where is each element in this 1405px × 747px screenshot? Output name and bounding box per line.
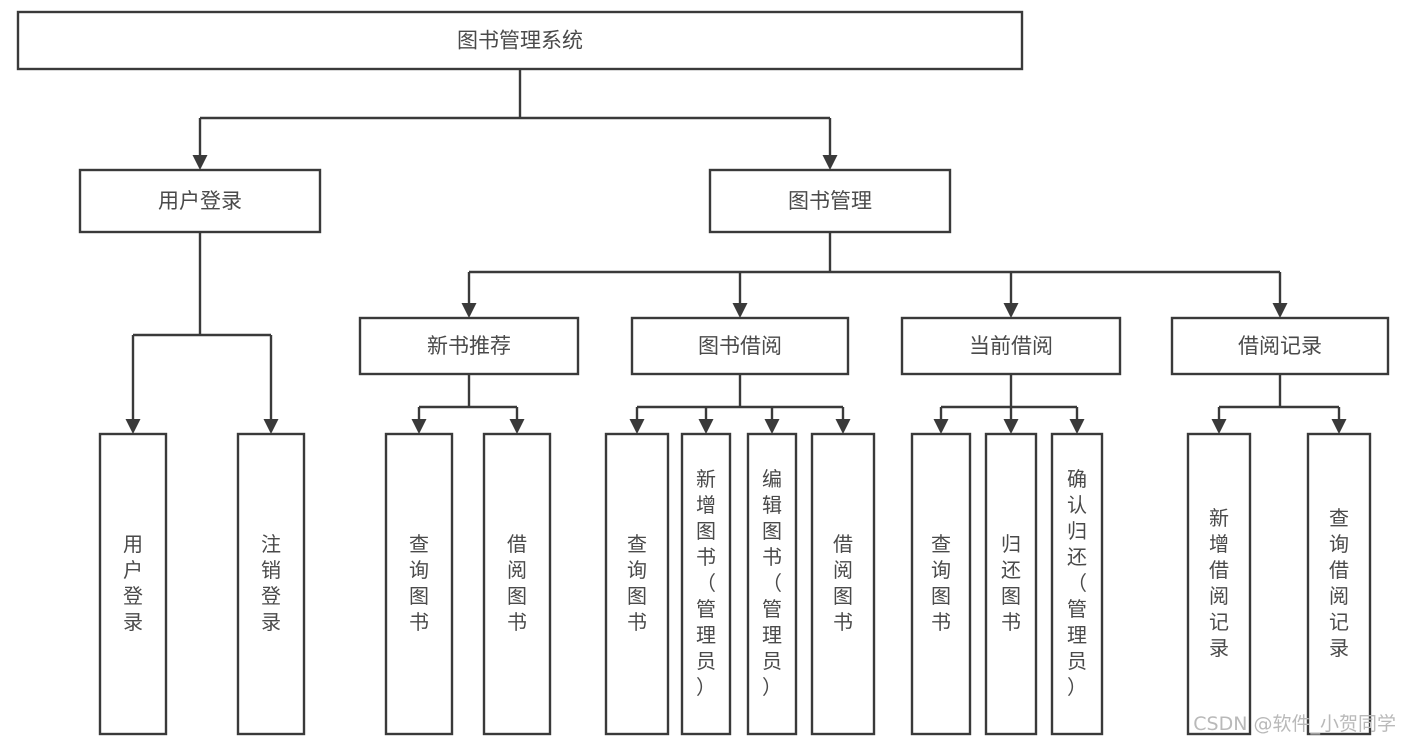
node-box[interactable]	[900, 316, 1122, 376]
node-leaf-1[interactable]: 注销登录	[236, 432, 306, 736]
node-box[interactable]	[1050, 432, 1104, 736]
node-label: 确认归还（管理员）	[1067, 467, 1087, 699]
node-label: 借阅记录	[1238, 334, 1322, 358]
node-leaf-12[interactable]: 查询借阅记录	[1306, 432, 1372, 736]
node-layer: 图书管理系统用户登录图书管理新书推荐图书借阅当前借阅借阅记录用户登录注销登录查询…	[16, 10, 1390, 736]
node-box[interactable]	[482, 432, 552, 736]
node-root-0[interactable]: 图书管理系统	[16, 10, 1024, 71]
node-box[interactable]	[746, 432, 798, 736]
node-label: 注销登录	[261, 532, 281, 634]
node-label: 新增图书（管理员）	[696, 467, 716, 699]
node-level3-3[interactable]: 借阅记录	[1170, 316, 1390, 376]
node-box[interactable]	[1186, 432, 1252, 736]
node-box[interactable]	[630, 316, 850, 376]
node-label: 查询图书	[409, 532, 429, 634]
grp-1-arrow-2-head	[764, 419, 780, 434]
node-box[interactable]	[1170, 316, 1390, 376]
node-label: 新增借阅记录	[1209, 506, 1229, 660]
node-label: 用户登录	[158, 189, 242, 213]
node-box[interactable]	[810, 432, 876, 736]
node-leaf-11[interactable]: 新增借阅记录	[1186, 432, 1252, 736]
node-box[interactable]	[1306, 432, 1372, 736]
node-leaf-7[interactable]: 借阅图书	[810, 432, 876, 736]
node-label: 图书管理	[788, 189, 872, 213]
node-label: 当前借阅	[969, 334, 1053, 358]
books-mgmt-arrow-2-head	[1003, 303, 1019, 318]
grp-2-arrow-1-head	[1003, 419, 1019, 434]
csdn-watermark: CSDN @软件_小贺同学	[1193, 713, 1396, 735]
node-label: 新书推荐	[427, 334, 511, 358]
books-mgmt-arrow-3-head	[1272, 303, 1288, 318]
grp-1-arrow-1-head	[698, 419, 714, 434]
node-level3-0[interactable]: 新书推荐	[358, 316, 580, 376]
node-box[interactable]	[708, 168, 952, 234]
user-login-arrow-0-head	[125, 419, 141, 434]
node-label: 图书管理系统	[457, 29, 583, 53]
node-box[interactable]	[78, 168, 322, 234]
node-box[interactable]	[236, 432, 306, 736]
root-arrow-1-head	[822, 155, 838, 170]
node-box[interactable]	[358, 316, 580, 376]
grp-3-arrow-0-head	[1211, 419, 1227, 434]
node-box[interactable]	[604, 432, 670, 736]
node-level3-1[interactable]: 图书借阅	[630, 316, 850, 376]
node-box[interactable]	[384, 432, 454, 736]
node-leaf-4[interactable]: 查询图书	[604, 432, 670, 736]
node-leaf-3[interactable]: 借阅图书	[482, 432, 552, 736]
node-label: 归还图书	[1001, 532, 1021, 634]
node-level3-2[interactable]: 当前借阅	[900, 316, 1122, 376]
node-level2-0[interactable]: 用户登录	[78, 168, 322, 234]
node-leaf-10[interactable]: 确认归还（管理员）	[1050, 432, 1104, 736]
node-label: 借阅图书	[507, 532, 527, 634]
books-mgmt-arrow-0-head	[461, 303, 477, 318]
node-leaf-0[interactable]: 用户登录	[98, 432, 168, 736]
user-login-arrow-1-head	[263, 419, 279, 434]
node-box[interactable]	[984, 432, 1038, 736]
node-box[interactable]	[680, 432, 732, 736]
node-label: 查询图书	[627, 532, 647, 634]
books-mgmt-arrow-1-head	[732, 303, 748, 318]
connector-layer	[125, 69, 1347, 434]
node-box[interactable]	[16, 10, 1024, 71]
grp-2-arrow-2-head	[1069, 419, 1085, 434]
grp-2-arrow-0-head	[933, 419, 949, 434]
node-label: 查询借阅记录	[1329, 506, 1349, 660]
node-box[interactable]	[910, 432, 972, 736]
grp-3-arrow-1-head	[1331, 419, 1347, 434]
node-label: 借阅图书	[833, 532, 853, 634]
node-leaf-2[interactable]: 查询图书	[384, 432, 454, 736]
node-label: 用户登录	[123, 532, 143, 634]
node-leaf-6[interactable]: 编辑图书（管理员）	[746, 432, 798, 736]
grp-1-arrow-0-head	[629, 419, 645, 434]
grp-0-arrow-1-head	[509, 419, 525, 434]
node-leaf-5[interactable]: 新增图书（管理员）	[680, 432, 732, 736]
node-label: 编辑图书（管理员）	[762, 467, 782, 699]
grp-0-arrow-0-head	[411, 419, 427, 434]
root-arrow-0-head	[192, 155, 208, 170]
node-label: 查询图书	[931, 532, 951, 634]
node-leaf-9[interactable]: 归还图书	[984, 432, 1038, 736]
node-label: 图书借阅	[698, 334, 782, 358]
node-box[interactable]	[98, 432, 168, 736]
node-level2-1[interactable]: 图书管理	[708, 168, 952, 234]
node-leaf-8[interactable]: 查询图书	[910, 432, 972, 736]
grp-1-arrow-3-head	[835, 419, 851, 434]
